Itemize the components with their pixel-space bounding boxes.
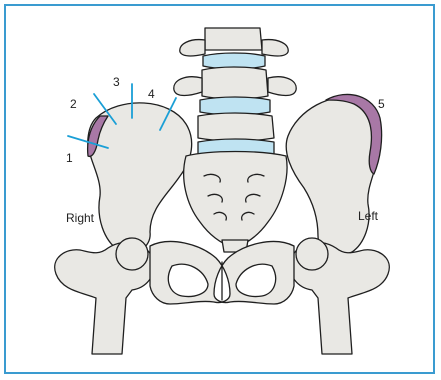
label-left-side: Left (358, 209, 379, 223)
vertebra-lower (198, 113, 274, 141)
label-right-side: Right (66, 211, 95, 225)
vertebra-middle (202, 67, 268, 99)
intervertebral-disc-2 (200, 97, 270, 115)
label-5: 5 (378, 97, 385, 111)
vertebra-top (205, 28, 262, 50)
label-4: 4 (148, 87, 155, 101)
left-femoral-head (296, 238, 328, 270)
label-3: 3 (113, 75, 120, 89)
sacrum (184, 152, 287, 249)
left-ilium (286, 97, 380, 255)
label-1: 1 (66, 151, 73, 165)
label-2: 2 (70, 97, 77, 111)
right-femoral-head (116, 238, 148, 270)
